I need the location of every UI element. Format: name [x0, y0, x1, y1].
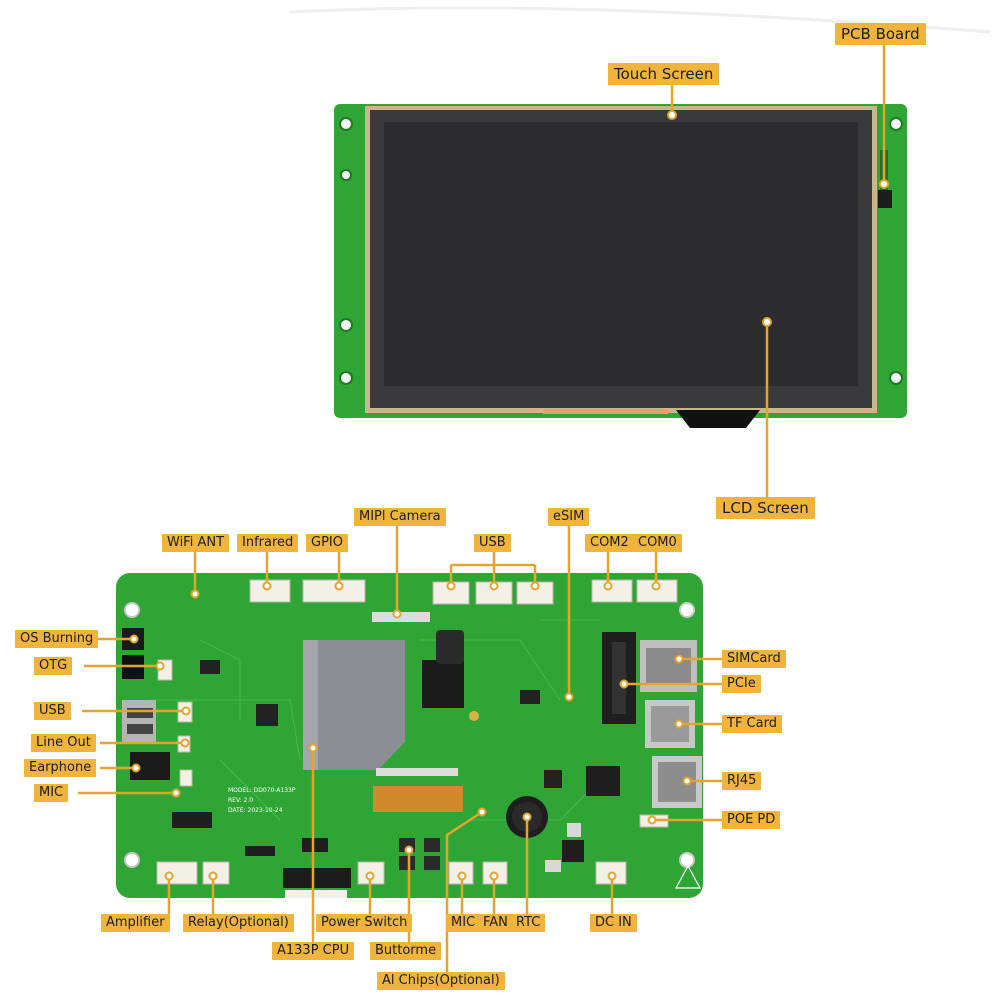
label-line-out: Line Out [31, 734, 96, 752]
label-ai-chips: Al Chips(Optional) [377, 972, 505, 990]
usb-a-port [122, 700, 156, 742]
label-usb-left: USB [34, 702, 71, 720]
label-power-switch: Power Switch [316, 914, 413, 932]
label-lcd-screen: LCD Screen [716, 497, 815, 519]
main-pcb [116, 573, 703, 898]
label-mic-left: MIC [34, 784, 69, 802]
silk-model: MODEL: DD070-A133P [228, 787, 296, 794]
label-mipi-camera: MIPl Camera [354, 508, 446, 526]
label-com2: COM2 [585, 534, 634, 552]
label-esim: eSIM [548, 508, 590, 526]
amplifier-connector [156, 861, 198, 885]
silk-date: DATE: 2023-10-24 [228, 807, 283, 814]
label-pcb-board: PCB Board [835, 23, 926, 45]
lcd-screen [384, 122, 858, 386]
label-amplifier: Amplifier [101, 914, 170, 932]
label-a133p-cpu: A133P CPU [272, 942, 355, 960]
label-dc-in: DC IN [590, 914, 637, 932]
gpio-connector [302, 579, 366, 603]
label-fan: FAN [478, 914, 513, 932]
label-touch-screen: Touch Screen [608, 63, 720, 85]
fpc-connector [676, 410, 760, 428]
label-infrared: Infrared [237, 534, 299, 552]
silk-rev: REV: 2.0 [228, 797, 253, 804]
button-2 [399, 856, 415, 870]
label-gpio: GPIO [306, 534, 348, 552]
label-earphone: Earphone [24, 759, 97, 777]
label-otg: OTG [34, 657, 73, 675]
label-poe-pd: POE PD [722, 811, 781, 829]
label-os-burning: OS Burning [15, 630, 99, 648]
main-board: MODEL: DD070-A133P REV: 2.0 DATE: 2023-1… [116, 573, 703, 898]
label-tf-card: TF Card [722, 715, 782, 733]
label-com0: COM0 [633, 534, 682, 552]
com2-connector [591, 579, 633, 603]
label-usb-top: USB [474, 534, 511, 552]
infrared-connector [249, 579, 291, 603]
label-relay: Relay(Optional) [183, 914, 294, 932]
display-module [334, 104, 907, 428]
label-wifi-ant: WiFi ANT [162, 534, 230, 552]
a133p-cpu-shield [318, 640, 405, 770]
leader-dots [129, 110, 889, 881]
label-mic-bottom: MIC [446, 914, 481, 932]
lcd-fpc-connector [373, 786, 463, 812]
label-rtc: RTC [511, 914, 546, 932]
label-buttorme: Buttorme [370, 942, 442, 960]
label-simcard: SIMCard [722, 650, 786, 668]
label-rj45: RJ45 [722, 772, 762, 790]
label-pcie: PCIe [722, 675, 761, 693]
